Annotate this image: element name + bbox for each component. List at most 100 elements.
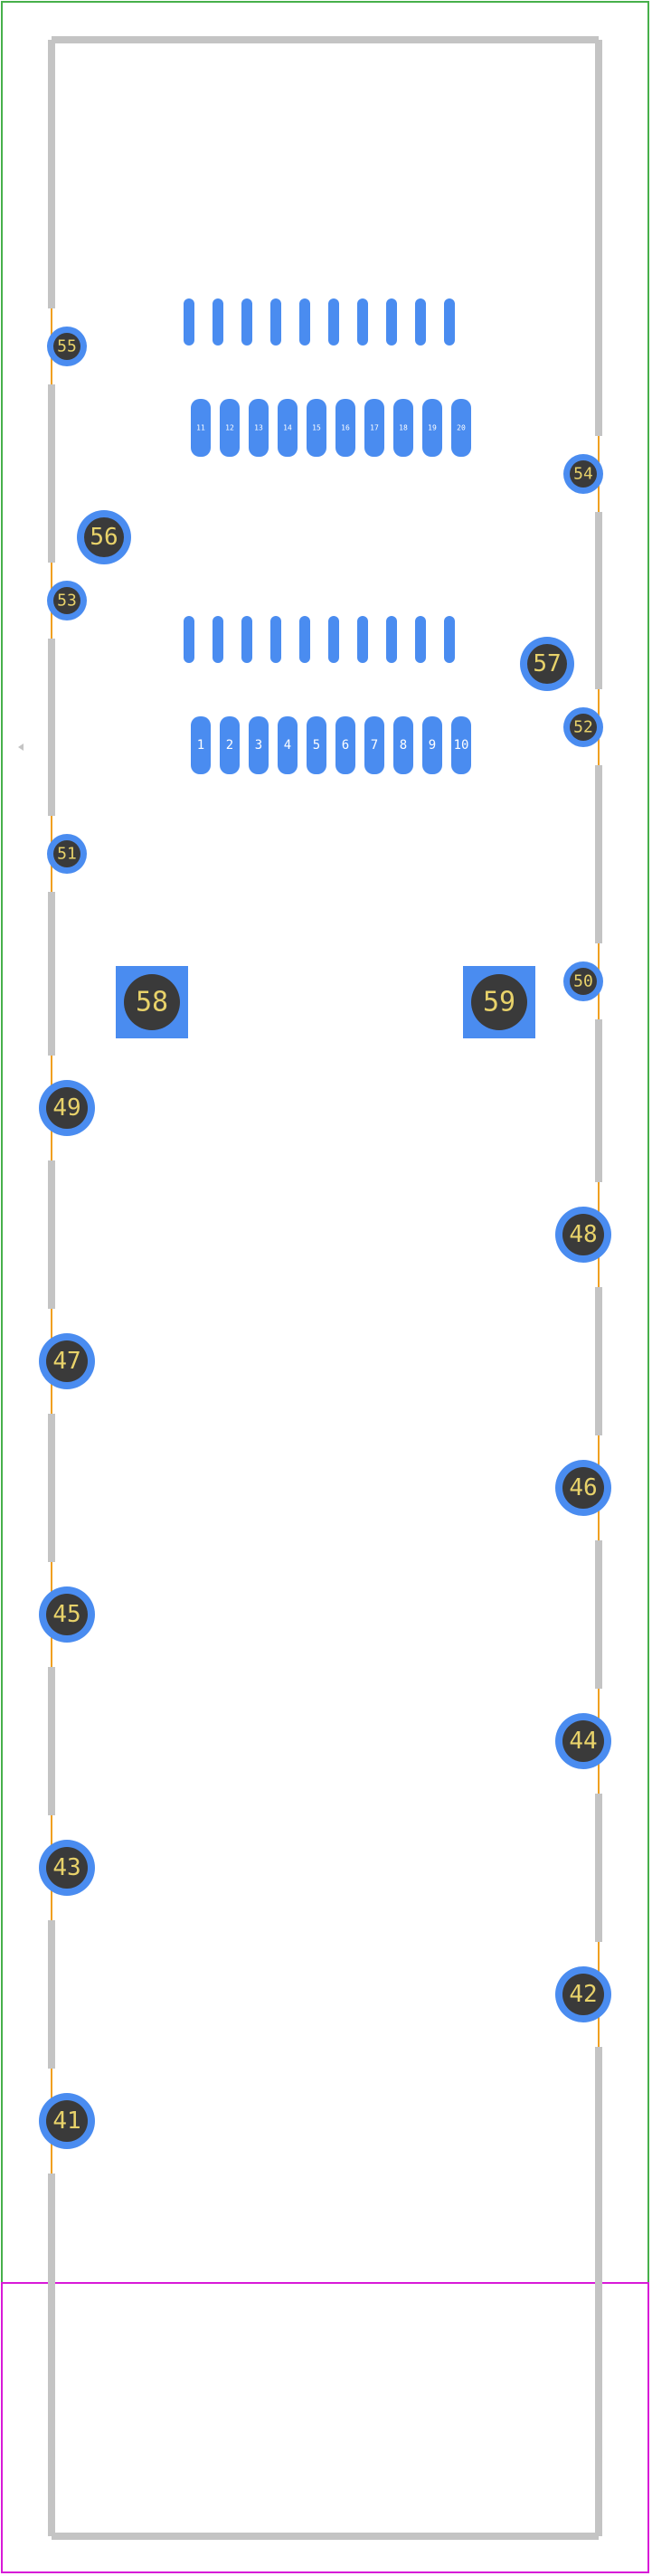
signal-pad xyxy=(451,399,471,457)
hole-label: 52 xyxy=(573,718,593,737)
thin-pad xyxy=(270,298,281,346)
square-pad-drill xyxy=(471,974,527,1030)
thin-pad xyxy=(386,616,397,663)
hole-label: 53 xyxy=(57,592,77,611)
signal-pad xyxy=(335,716,355,774)
thin-pad xyxy=(386,298,397,346)
thin-pad xyxy=(184,616,194,663)
hole-label: 42 xyxy=(569,1981,597,2008)
thin-pad xyxy=(270,616,281,663)
hole-label: 43 xyxy=(52,1854,80,1881)
thin-pad xyxy=(415,298,426,346)
hole-drill xyxy=(46,1594,88,1635)
hole-drill xyxy=(53,840,80,867)
pad-label: 18 xyxy=(399,424,408,432)
pad-label: 9 xyxy=(429,738,436,753)
pad-label: 4 xyxy=(284,738,291,753)
hole-label: 51 xyxy=(57,845,77,864)
thin-pad xyxy=(299,616,310,663)
pad-label: 17 xyxy=(370,424,379,432)
thin-pad xyxy=(184,298,194,346)
hole-label: 46 xyxy=(569,1474,597,1501)
signal-pad xyxy=(278,399,298,457)
signal-pad xyxy=(307,399,326,457)
pin1-marker xyxy=(18,743,24,751)
signal-pad xyxy=(364,399,384,457)
pad-label: 3 xyxy=(255,738,262,753)
courtyard-outline xyxy=(1,1,649,2284)
pad-label: 8 xyxy=(400,738,407,753)
lower-pad-row: 1 2 3 4 5 6 7 8 9 10 xyxy=(191,716,471,774)
signal-pad xyxy=(451,716,471,774)
hole-label: 54 xyxy=(573,465,593,484)
signal-pad xyxy=(422,399,442,457)
signal-pad xyxy=(220,716,240,774)
hole-label: 57 xyxy=(533,650,561,677)
thin-pad xyxy=(241,616,252,663)
thin-pad xyxy=(213,298,223,346)
thin-pad xyxy=(444,298,455,346)
signal-pad xyxy=(393,716,413,774)
hole-label: 47 xyxy=(52,1348,80,1375)
hole-label: 56 xyxy=(90,524,118,551)
pad-label: 10 xyxy=(454,738,469,753)
signal-pad xyxy=(278,716,298,774)
signal-pad xyxy=(393,399,413,457)
hole-drill xyxy=(46,1847,88,1889)
pad-label: 19 xyxy=(428,424,437,432)
hole-drill xyxy=(527,644,567,684)
thin-pad xyxy=(444,616,455,663)
hole-drill xyxy=(84,517,124,557)
thin-pad xyxy=(328,616,339,663)
hole-drill xyxy=(570,460,597,488)
mid-pad-row xyxy=(184,616,455,663)
pad-label: 6 xyxy=(342,738,349,753)
signal-pad xyxy=(191,716,211,774)
pad-label: 13 xyxy=(254,424,263,432)
signal-pad xyxy=(335,399,355,457)
signal-pad xyxy=(364,716,384,774)
thin-pad xyxy=(328,298,339,346)
pad-label: 2 xyxy=(226,738,233,753)
hole-drill xyxy=(562,1467,604,1509)
top-pad-row xyxy=(184,298,455,346)
pad-label: 15 xyxy=(312,424,321,432)
signal-pad xyxy=(422,716,442,774)
pad-label: 14 xyxy=(283,424,292,432)
signal-pad xyxy=(220,399,240,457)
hole-drill xyxy=(570,968,597,995)
pad-label: 5 xyxy=(313,738,320,753)
hole-drill xyxy=(53,333,80,360)
hole-drill xyxy=(46,1340,88,1382)
hole-label: 55 xyxy=(57,337,77,356)
pad-label: 7 xyxy=(371,738,378,753)
pad-label: 12 xyxy=(225,424,234,432)
pad-label: 1 xyxy=(197,738,204,753)
thin-pad xyxy=(241,298,252,346)
hole-label: 48 xyxy=(569,1221,597,1248)
square-pad-drill xyxy=(124,974,180,1030)
hole-label: 50 xyxy=(573,972,593,991)
hole-label: 41 xyxy=(52,2107,80,2135)
hole-drill xyxy=(46,2100,88,2142)
hole-drill xyxy=(562,1214,604,1255)
signal-pad xyxy=(191,399,211,457)
pad-label: 11 xyxy=(196,424,205,432)
signal-pad xyxy=(307,716,326,774)
signal-pad xyxy=(249,716,269,774)
hole-drill xyxy=(53,587,80,614)
thin-pad xyxy=(299,298,310,346)
trace-marks xyxy=(47,308,603,2174)
fab-outline xyxy=(1,2282,649,2573)
thin-pad xyxy=(415,616,426,663)
thin-pad xyxy=(213,616,223,663)
pad-label: 16 xyxy=(341,424,350,432)
hole-drill xyxy=(562,1974,604,2015)
signal-pad xyxy=(249,399,269,457)
hole-label: 49 xyxy=(52,1094,80,1122)
hole-drill xyxy=(562,1720,604,1762)
hole-label: 44 xyxy=(569,1728,597,1755)
hole-label: 45 xyxy=(52,1601,80,1628)
